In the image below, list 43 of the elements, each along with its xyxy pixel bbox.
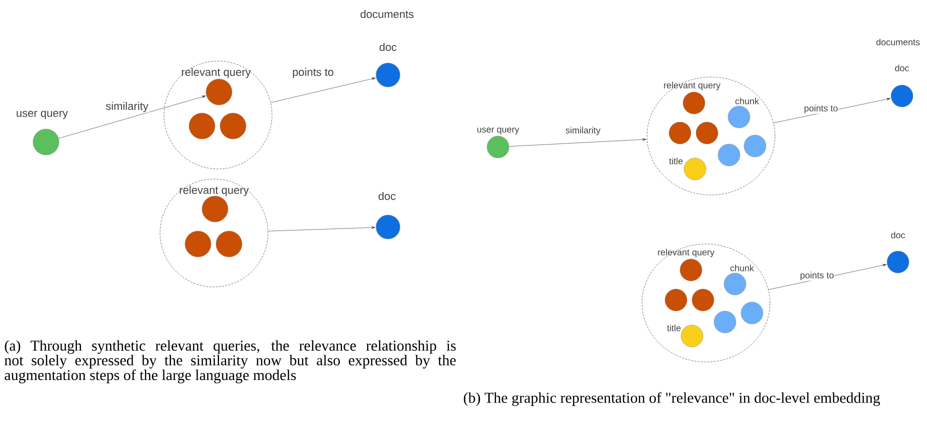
- node-label: user query: [477, 128, 520, 134]
- node-label: relevant query: [180, 186, 249, 196]
- caption: (a) Through synthetic relevant queries, the relevance relationship is not solely expressed by the similarity now but also expressed by the augmentation steps of the large language models: [4, 340, 456, 384]
- edge-label: points to: [803, 104, 838, 114]
- dot: [216, 230, 242, 258]
- node-label: user query: [16, 110, 68, 120]
- dot: [664, 288, 688, 312]
- dot: [740, 302, 764, 324]
- edge-label: similarity: [105, 101, 149, 113]
- edge-label: points to: [799, 271, 834, 281]
- node-label: chunk: [735, 98, 760, 104]
- dot: [206, 78, 232, 106]
- group-label: documents: [876, 38, 920, 46]
- edge-label: similarity: [565, 126, 601, 136]
- dot: [184, 230, 212, 258]
- node-label: title: [667, 324, 681, 332]
- dot: [718, 144, 740, 166]
- edge-label: points to: [292, 67, 334, 79]
- group-label: documents: [360, 10, 414, 18]
- dot: [682, 92, 706, 114]
- dot: [714, 310, 736, 334]
- arrow: [508, 138, 646, 147]
- node-label: title: [669, 158, 683, 164]
- dot: [202, 196, 228, 222]
- node-label: relevant query: [182, 68, 251, 78]
- node-label: relevant query: [658, 248, 714, 258]
- node-label: relevant query: [664, 82, 720, 90]
- dot: [696, 122, 718, 144]
- dot: [188, 112, 216, 140]
- dot: [744, 134, 766, 158]
- node-label: doc: [378, 192, 396, 200]
- dot: [680, 258, 702, 282]
- node-label: chunk: [730, 264, 754, 272]
- dot: [692, 288, 714, 312]
- arrow: [270, 78, 376, 103]
- dot: [220, 112, 246, 140]
- caption: (b) The graphic representation of "relevance" in doc-level embedding: [464, 392, 880, 406]
- arrow: [268, 226, 376, 232]
- node-label: doc: [895, 64, 909, 72]
- dot: [668, 122, 692, 144]
- node-label: doc: [891, 232, 905, 238]
- arrow: [58, 96, 206, 139]
- node-label: doc: [380, 42, 397, 52]
